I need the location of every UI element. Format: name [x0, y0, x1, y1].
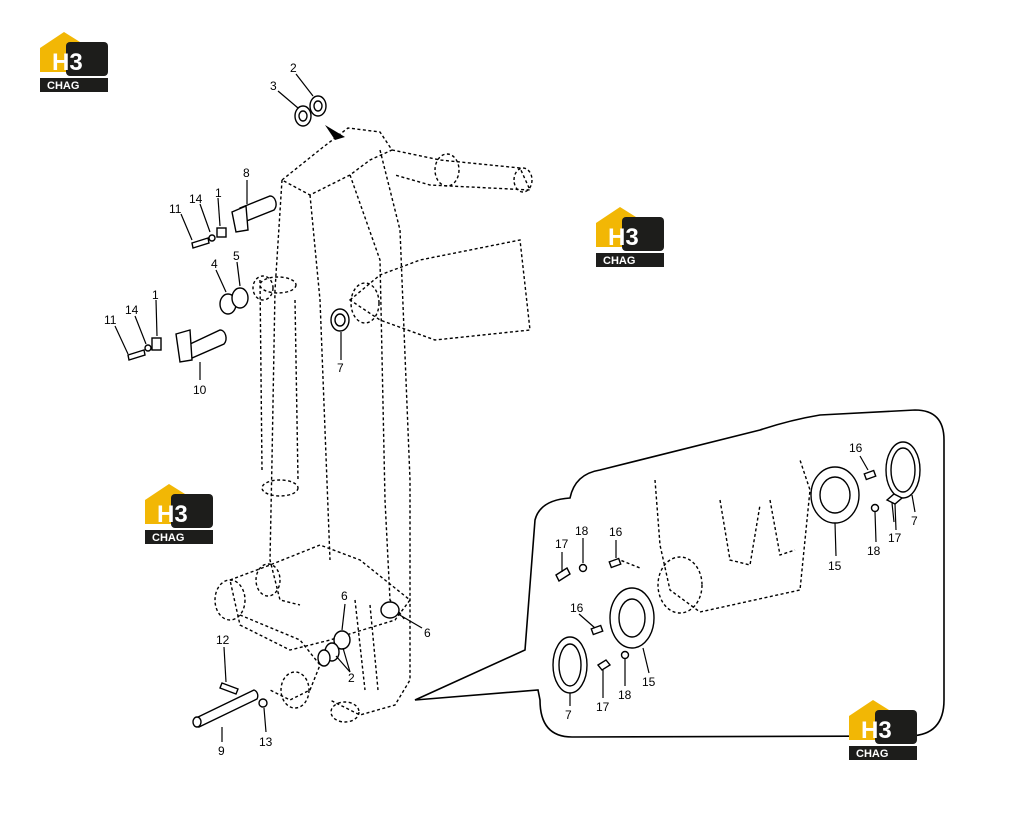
- callout-11-upper: 11: [169, 202, 182, 216]
- logo-mark: H3: [861, 717, 892, 744]
- logo-mark: H3: [52, 49, 83, 76]
- callout-10: 10: [193, 383, 207, 397]
- logo-mark: H3: [157, 501, 188, 528]
- logo-mark: H3: [608, 224, 639, 251]
- main-parts: [127, 95, 400, 728]
- callout-5: 5: [233, 249, 240, 263]
- watermark-logo-bottom-right: H3 CHAG: [849, 700, 917, 760]
- detail-callout-17-left-top: 17: [555, 537, 569, 551]
- callout-4: 4: [211, 257, 218, 271]
- logo-text: CHAG: [47, 80, 79, 92]
- detail-callouts: 16 7 15 18 17 18 16 17 16 15 7 17 18: [555, 441, 918, 722]
- detail-callout-17-right: 17: [888, 531, 902, 545]
- callout-11-lower: 11: [104, 313, 117, 327]
- detail-callout-16-left-mid: 16: [570, 601, 584, 615]
- logo-text: CHAG: [152, 532, 184, 544]
- callout-12: 12: [216, 633, 230, 647]
- logo-text: CHAG: [856, 748, 888, 760]
- callout-14-lower: 14: [125, 303, 139, 317]
- callout-7-main: 7: [337, 361, 344, 375]
- callout-13: 13: [259, 735, 273, 749]
- detail-callout-16-left-top: 16: [609, 525, 623, 539]
- detail-callout-18-left-bottom: 18: [618, 688, 632, 702]
- watermark-logo-mid-right: H3 CHAG: [596, 207, 664, 267]
- watermark-logo-top-left: H3 CHAG: [40, 32, 108, 92]
- callout-1-lower: 1: [152, 288, 159, 302]
- callout-8: 8: [243, 166, 250, 180]
- callout-1-upper: 1: [215, 186, 222, 200]
- main-callouts: 2 3 8 11 14 1 4 5 11 14 1 10 7 6 6 2 12 …: [104, 61, 431, 758]
- watermark-logo-mid-left: H3 CHAG: [145, 484, 213, 544]
- detail-callout-17-left-bottom: 17: [596, 700, 610, 714]
- detail-callout-15-right: 15: [828, 559, 842, 573]
- callout-14-upper: 14: [189, 192, 203, 206]
- detail-callout-18-right: 18: [867, 544, 881, 558]
- detail-callout-15-left: 15: [642, 675, 656, 689]
- arm-outline: [214, 127, 533, 723]
- detail-callout-16-right: 16: [849, 441, 863, 455]
- detail-bubble: [414, 409, 945, 738]
- callout-6-right: 6: [424, 626, 431, 640]
- callout-6-lower: 6: [341, 589, 348, 603]
- detail-callout-18-left-top: 18: [575, 524, 589, 538]
- callout-2-lower: 2: [348, 671, 355, 685]
- callout-9: 9: [218, 744, 225, 758]
- callout-2-top: 2: [290, 61, 297, 75]
- logo-text: CHAG: [603, 255, 635, 267]
- detail-callout-7-right: 7: [911, 514, 918, 528]
- callout-3: 3: [270, 79, 277, 93]
- detail-callout-7-left: 7: [565, 708, 572, 722]
